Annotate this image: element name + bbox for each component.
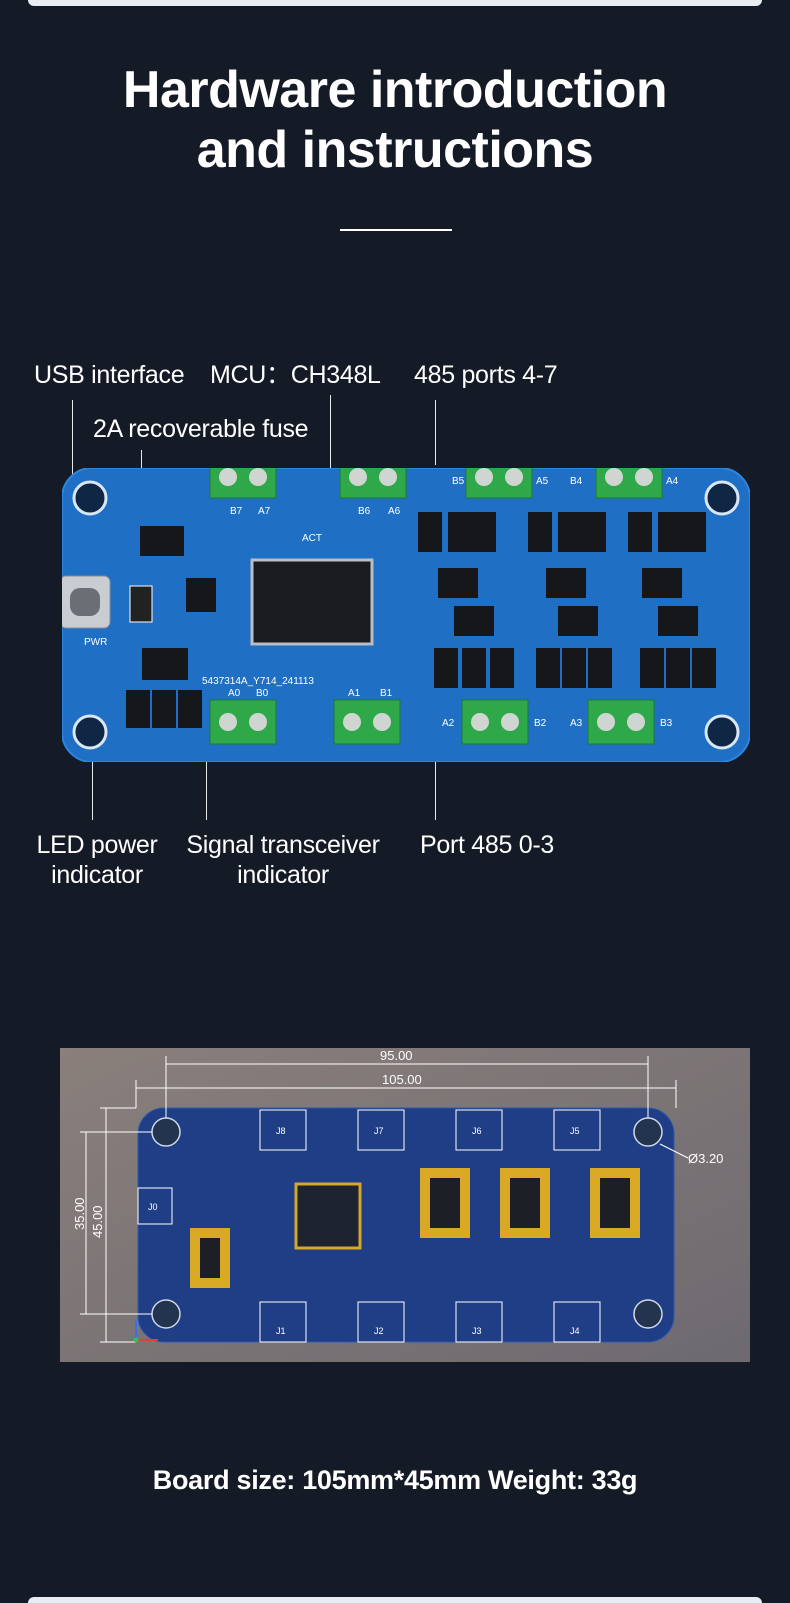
mounting-holes <box>72 480 740 750</box>
callout-mcu: MCU：CH348L <box>210 361 381 389</box>
conn-j7: J7 <box>374 1126 384 1136</box>
page-title: Hardware introduction and instructions <box>0 60 790 180</box>
callout-signal-line-2: indicator <box>237 861 329 889</box>
dim-95: 95.00 <box>380 1048 413 1063</box>
conn-j4: J4 <box>570 1326 580 1336</box>
top-label-b5: B5 <box>452 476 465 487</box>
bottom-label-a0: A0 <box>228 688 241 699</box>
callout-port-485-0-3: Port 485 0-3 <box>420 831 554 859</box>
dim-105: 105.00 <box>382 1072 422 1087</box>
bottom-label-b1: B1 <box>380 688 393 699</box>
title-line-1: Hardware introduction <box>122 61 668 119</box>
dimension-lines <box>80 1056 689 1343</box>
conn-j0: J0 <box>148 1202 158 1212</box>
board-size-caption: Board size: 105mm*45mm Weight: 33g <box>152 1465 638 1495</box>
drawing-hole-4 <box>633 1299 663 1329</box>
drawing-connectors <box>137 1109 601 1343</box>
dim-hole: Ø3.20 <box>688 1151 723 1166</box>
callout-usb-interface: USB interface <box>34 361 185 389</box>
drawing-hole-2 <box>633 1117 663 1147</box>
top-label-b6: B6 <box>358 506 371 517</box>
drawing-mcu <box>294 1182 362 1250</box>
leader-ports-4-7 <box>435 400 436 465</box>
transceiver-chips <box>126 512 716 728</box>
callout-signal-line-1: Signal transceiver <box>186 831 380 859</box>
top-label-b4: B4 <box>570 476 583 487</box>
usb-c-opening <box>70 588 100 616</box>
conn-j1: J1 <box>276 1326 286 1336</box>
act-label: ACT <box>302 533 322 544</box>
dimension-drawing: 95.00 105.00 Ø3.20 35.00 45.00 J8 J7 J6 … <box>60 1048 750 1362</box>
top-terminal-blocks <box>209 468 663 499</box>
conn-j2: J2 <box>374 1326 384 1336</box>
callout-signal-indicator: Signal transceiver indicator <box>178 830 388 890</box>
drawing-hole-1 <box>151 1117 181 1147</box>
conn-j6: J6 <box>472 1126 482 1136</box>
callout-led-power-indicator: LED power indicator <box>22 830 172 890</box>
mcu-chip <box>250 558 374 646</box>
conn-j8: J8 <box>276 1126 286 1136</box>
axis-triad-icon <box>133 1320 158 1343</box>
bottom-label-b2: B2 <box>534 718 547 729</box>
top-band <box>28 0 762 6</box>
bottom-label-a2: A2 <box>442 718 455 729</box>
top-label-b7: B7 <box>230 506 243 517</box>
callout-led-line-1: LED power <box>36 831 158 859</box>
drawing-chips <box>200 1178 630 1278</box>
title-line-2: and instructions <box>196 121 594 179</box>
bottom-label-b0: B0 <box>256 688 269 699</box>
bottom-label-b3: B3 <box>660 718 673 729</box>
bottom-band <box>28 1597 762 1603</box>
title-divider <box>340 229 452 231</box>
leader-mcu <box>330 395 331 515</box>
callout-485-ports-4-7: 485 ports 4-7 <box>414 361 558 389</box>
silkscreen-code: 5437314A_Y714_241113 <box>202 676 314 687</box>
bottom-label-a3: A3 <box>570 718 583 729</box>
top-label-a7: A7 <box>258 506 271 517</box>
callout-recoverable-fuse: 2A recoverable fuse <box>93 415 309 443</box>
conn-j5: J5 <box>570 1126 580 1136</box>
pcb-board-photo: PWR ACT 5437314A_Y714_241113 A0 B0 A1 B1… <box>62 468 750 762</box>
top-label-a5: A5 <box>536 476 549 487</box>
fuse-component <box>129 585 153 623</box>
conn-j3: J3 <box>472 1326 482 1336</box>
dim-45: 45.00 <box>90 1205 105 1238</box>
top-label-a4: A4 <box>666 476 679 487</box>
bottom-label-a1: A1 <box>348 688 361 699</box>
callout-led-line-2: indicator <box>51 861 143 889</box>
pwr-label: PWR <box>84 637 107 648</box>
drawing-hole-3 <box>151 1299 181 1329</box>
dim-35: 35.00 <box>72 1197 87 1230</box>
bottom-terminal-blocks <box>209 699 655 745</box>
drawing-board <box>137 1107 675 1343</box>
top-label-a6: A6 <box>388 506 401 517</box>
leader-ports-0-3 <box>435 755 436 820</box>
